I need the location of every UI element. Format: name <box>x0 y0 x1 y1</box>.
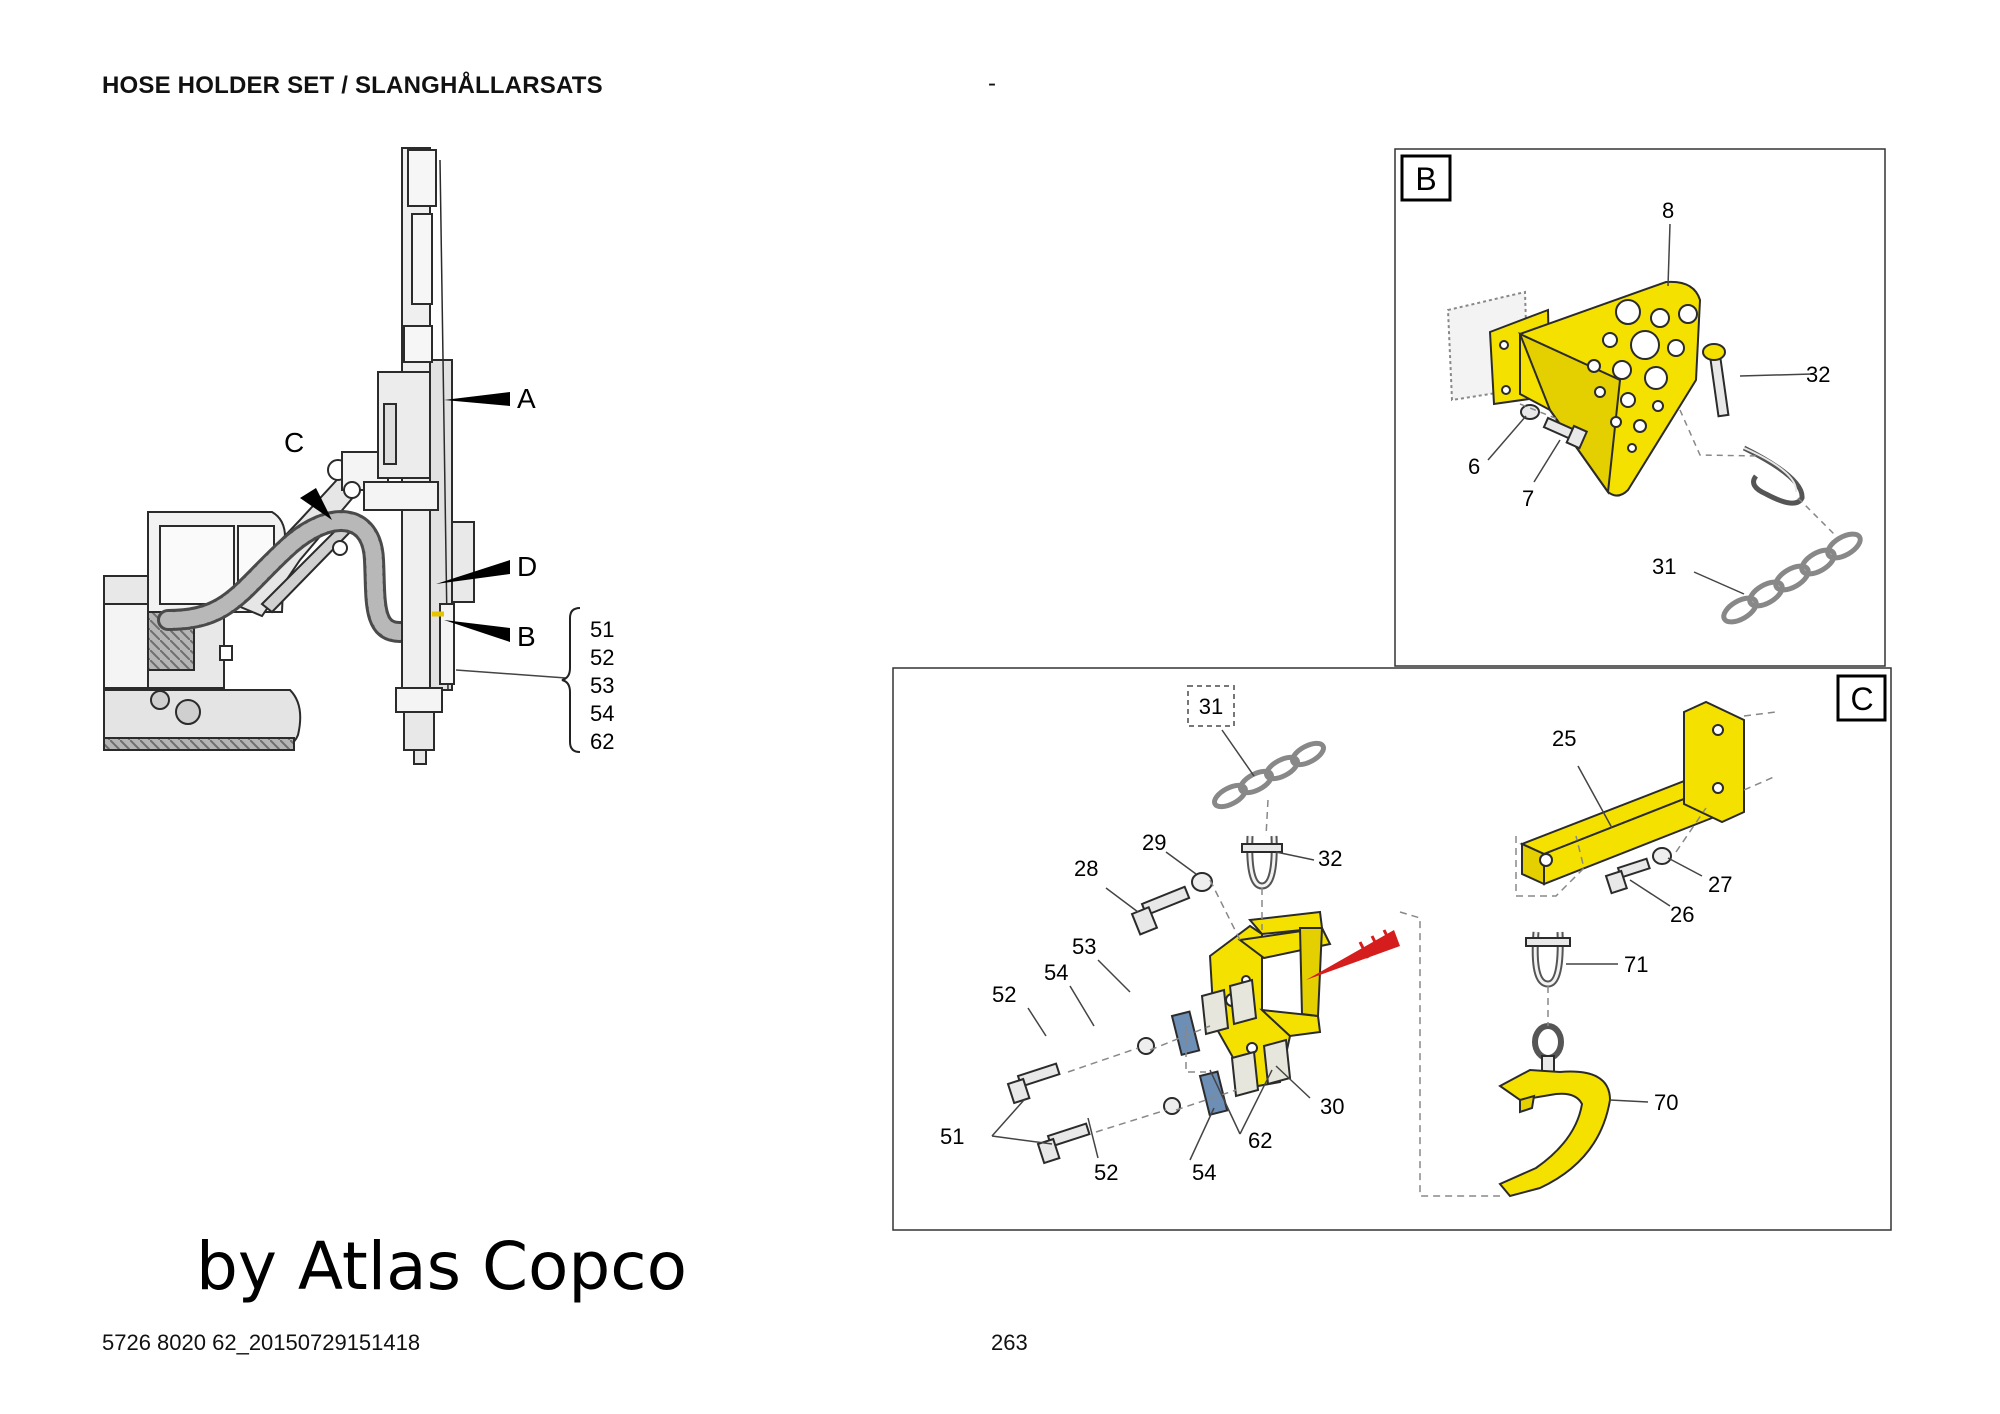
callout-b-8: 8 <box>1662 198 1674 223</box>
pointer-b-arrow <box>444 620 510 642</box>
washer-6 <box>1520 404 1540 420</box>
detail-c-tag-box <box>1836 674 1887 722</box>
footer-doc-code: 5726 8020 62_20150729151418 <box>102 1330 421 1355</box>
detail-c-leaders <box>991 729 1703 1161</box>
callout-c-30: 30 <box>1320 1094 1344 1119</box>
pointer-d-label: D <box>517 551 537 582</box>
bracket-item-62: 62 <box>590 729 614 754</box>
callout-c-54b: 54 <box>1192 1160 1216 1185</box>
detail-b-tag: B <box>1415 161 1436 197</box>
clamp-half-62a <box>1230 1050 1260 1098</box>
bracket-item-53: 53 <box>590 673 614 698</box>
header-dash: - <box>988 70 996 97</box>
callout-c-53: 53 <box>1072 934 1096 959</box>
hose-hook-70 <box>1498 1068 1612 1198</box>
washer-52b <box>1163 1097 1181 1115</box>
pointer-a-arrow <box>444 392 510 406</box>
detail-b-leaders <box>1487 223 1813 595</box>
callout-c-25: 25 <box>1552 726 1576 751</box>
callout-c-27: 27 <box>1708 872 1732 897</box>
callout-c-70: 70 <box>1654 1090 1678 1115</box>
callout-c-54a: 54 <box>1044 960 1068 985</box>
pointer-c-label: C <box>284 427 304 458</box>
watermark-text: by Atlas Copco <box>196 1228 687 1305</box>
chain-31 <box>1721 531 1863 625</box>
callout-b-32: 32 <box>1806 362 1830 387</box>
footer-page-number: 263 <box>991 1330 1028 1355</box>
pointer-a-label: A <box>517 383 536 414</box>
detail-c-tag: C <box>1850 681 1873 717</box>
callout-b-7: 7 <box>1522 486 1534 511</box>
clamp-half-53b <box>1228 978 1258 1026</box>
plate-54b <box>1198 1070 1229 1117</box>
chain-31-c <box>1212 740 1326 810</box>
callout-c-26: 26 <box>1670 902 1694 927</box>
detail-b-parts <box>1446 280 1863 625</box>
detail-c-frame <box>892 667 1892 1231</box>
pointer-b-label: B <box>517 621 536 652</box>
callout-c-52b: 52 <box>1094 1160 1118 1185</box>
overview-pointers <box>300 392 581 753</box>
bracket-leader <box>455 669 567 679</box>
callout-c-71: 71 <box>1624 952 1648 977</box>
arm-mount-plate <box>1683 700 1745 824</box>
callout-c-29: 29 <box>1142 830 1166 855</box>
bracket-brace <box>561 607 581 753</box>
callout-b-6: 6 <box>1468 454 1480 479</box>
washer-52a <box>1137 1037 1155 1055</box>
lock-pin <box>1708 350 1730 418</box>
page-title: HOSE HOLDER SET / SLANGHÅLLARSATS <box>102 72 603 99</box>
callout-c-32: 32 <box>1318 846 1342 871</box>
bracket-item-51: 51 <box>590 617 614 642</box>
callout-c-28: 28 <box>1074 856 1098 881</box>
detail-b-tag-box <box>1400 154 1452 202</box>
washer-27 <box>1652 847 1672 865</box>
clamp-half-53a <box>1200 988 1230 1036</box>
detail-b-frame <box>1394 148 1886 667</box>
callout-b-31: 31 <box>1652 554 1676 579</box>
callout-c-51: 51 <box>940 1124 964 1149</box>
plate-54a <box>1170 1010 1201 1057</box>
pointer-c-arrow <box>300 488 332 520</box>
callout-c-52a: 52 <box>992 982 1016 1007</box>
callout-c-31: 31 <box>1199 694 1223 719</box>
detail-c-parts <box>1006 685 1777 1198</box>
drill-rig-overview <box>103 147 475 765</box>
callout-c-62: 62 <box>1248 1128 1272 1153</box>
pointer-d-arrow <box>436 560 510 584</box>
bracket-item-54: 54 <box>590 701 614 726</box>
bracket-item-52: 52 <box>590 645 614 670</box>
eye-bolt <box>1532 1023 1564 1061</box>
washer-29 <box>1191 872 1213 892</box>
